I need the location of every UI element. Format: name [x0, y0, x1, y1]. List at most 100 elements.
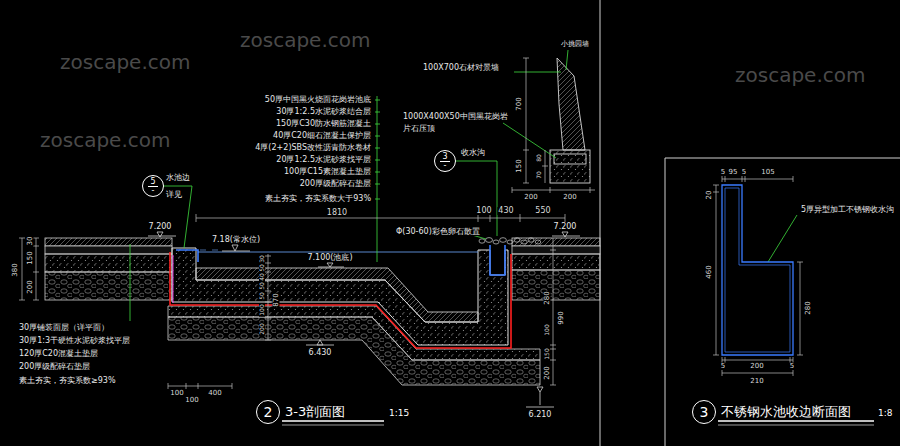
- view-title: 3-3剖面图: [284, 405, 346, 418]
- layer-note: 20厚1:2.5水泥砂浆找平层: [275, 156, 372, 164]
- dimension: 5: [720, 169, 726, 176]
- callout-number: 3: [440, 153, 449, 162]
- dim-horizontal: [196, 214, 565, 222]
- pebbles: [507, 240, 513, 244]
- dimension: 80: [536, 153, 542, 163]
- callout-number: 2: [264, 405, 273, 419]
- granite-floor: [196, 268, 478, 322]
- dimension: 50: [259, 291, 265, 301]
- dim-base: [542, 150, 548, 183]
- right-paving: [512, 238, 600, 300]
- dimension: 870: [273, 292, 280, 307]
- layer-leader: [377, 96, 378, 262]
- view-callout-circle: 2: [256, 400, 280, 424]
- layer-note: 素土夯实，夯实系数≥93%: [18, 377, 116, 385]
- paving-layer: [512, 238, 600, 246]
- pool-structure: [168, 245, 540, 385]
- pebbles: [493, 240, 499, 244]
- waterproof-membrane: [170, 252, 511, 348]
- layer-note: 150厚C30防水钢筋混凝土: [275, 120, 372, 128]
- layer-note: 100厚C15素混凝土垫层: [283, 168, 372, 176]
- wall-base: [550, 150, 590, 183]
- reference-note: 收水沟: [460, 149, 486, 157]
- dimension: 5: [720, 363, 726, 370]
- material-note: Φ(30-60)彩色卵石散置: [395, 228, 481, 236]
- underline: [282, 425, 384, 426]
- stainless-edge: [176, 250, 198, 262]
- dimension: 210: [749, 378, 764, 385]
- view-title: 不锈钢水池收边断面图: [720, 405, 852, 418]
- dimension: 100: [544, 323, 550, 336]
- channel-inner: [725, 188, 790, 352]
- dimension: 100: [184, 397, 199, 404]
- dimension: 100: [475, 207, 492, 215]
- dimension: 990: [558, 310, 565, 325]
- dimension: 100: [169, 390, 184, 397]
- layer-note: 30厚1:2.5水泥砂浆结合层: [275, 108, 372, 116]
- elevation: 6.210: [528, 411, 553, 419]
- water-line: [198, 252, 478, 253]
- elevation: 7.100(池底): [306, 254, 353, 262]
- title-underlines: [282, 421, 874, 425]
- elevation: 7.200: [148, 223, 173, 231]
- watermark: zoscape.com: [60, 52, 190, 72]
- layer-note: 50厚中国黑火烧面花岗岩池底: [264, 96, 372, 104]
- pebbles: [521, 240, 527, 244]
- paving-leader: [130, 244, 131, 321]
- dimension: 105: [760, 169, 775, 176]
- callout-number: -: [150, 187, 157, 195]
- dimension: 200: [27, 279, 34, 294]
- dimension: 200: [523, 194, 538, 201]
- layer-note: 200厚级配碎石垫层: [18, 363, 91, 371]
- layer-note: 120厚C20混凝土垫层: [18, 350, 99, 358]
- dimension: 200: [544, 365, 551, 380]
- layer-note: 200厚级配碎石垫层: [299, 180, 372, 188]
- protect-line: [173, 255, 174, 303]
- pebbles: [486, 238, 493, 243]
- dim-wall: [523, 58, 529, 183]
- gravel-layer: [512, 270, 600, 300]
- layer-note: 30厚1:3干硬性水泥砂浆找平层: [18, 337, 131, 345]
- dimension: 5: [789, 363, 795, 370]
- pebbles: [500, 238, 507, 243]
- elev-mark: [148, 232, 176, 237]
- dimension: 70: [536, 170, 542, 180]
- pebbles: [528, 238, 534, 242]
- layer-note: 素土夯实，夯实系数大于93%: [264, 195, 372, 203]
- material-note: 100X700石材对景墙: [422, 64, 500, 72]
- ref-leader: [163, 186, 192, 248]
- elevation-marks: [148, 232, 580, 407]
- dimension: 150: [27, 250, 34, 265]
- dim-left: [713, 185, 719, 355]
- dimension: 700: [516, 96, 523, 111]
- reference-note: 详见: [165, 191, 183, 199]
- underline: [282, 420, 384, 422]
- material-note: 片石压顶: [402, 125, 436, 133]
- layer-note: 4厚(2+2)SBS改性沥青防水卷材: [254, 144, 372, 152]
- dimension: 200: [259, 322, 265, 335]
- feature-wall: [550, 58, 590, 183]
- cap-leader: [503, 123, 556, 158]
- dim-right: [550, 238, 556, 385]
- channel-outer: [722, 185, 793, 355]
- dim-right: [797, 262, 803, 355]
- dim-middle: [265, 254, 271, 340]
- pebbles: [535, 240, 541, 244]
- stainless-gutter: [490, 245, 505, 275]
- underline: [718, 425, 874, 426]
- dim-bottom-total: [722, 370, 793, 376]
- dim-left: [33, 238, 39, 300]
- reference-note: 水池边: [165, 174, 191, 182]
- dimension: 150: [516, 158, 523, 173]
- elevation: 7.200: [553, 223, 578, 231]
- dimension: 100: [259, 303, 265, 316]
- wall-leader: [514, 72, 561, 73]
- ref-leader: [455, 161, 497, 236]
- stone-sculpture: [557, 58, 585, 150]
- dimension: 50: [259, 281, 265, 291]
- dimension: 200: [562, 194, 577, 201]
- concrete-layer: [45, 254, 172, 272]
- wall-edge-line: [600, 0, 601, 446]
- watermark: zoscape.com: [735, 65, 865, 85]
